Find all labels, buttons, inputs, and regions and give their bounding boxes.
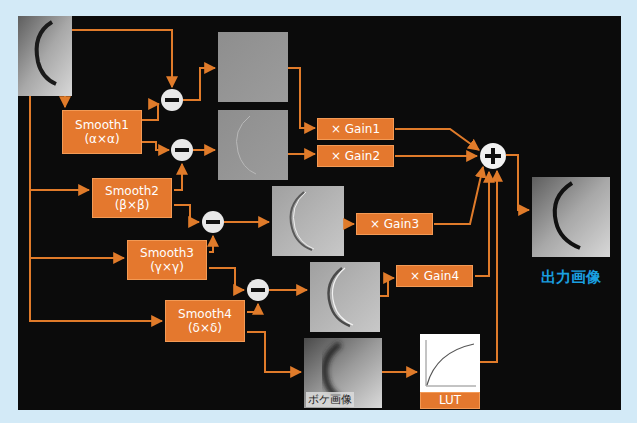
signal-wires bbox=[30, 30, 529, 372]
box-title: Smooth4 bbox=[172, 307, 238, 321]
box-title: × Gain4 bbox=[401, 269, 468, 283]
kernel-size: (β×β) bbox=[99, 198, 165, 212]
output-image bbox=[532, 177, 610, 257]
box-title: LUT bbox=[425, 394, 475, 407]
subtract-symbol bbox=[247, 279, 269, 301]
box-title: × Gain3 bbox=[361, 217, 428, 231]
add-symbol bbox=[480, 143, 506, 169]
blurred-image bbox=[304, 338, 382, 408]
kernel-size: (δ×δ) bbox=[172, 321, 238, 335]
subtract-symbol bbox=[161, 89, 183, 111]
gain-box: × Gain2 bbox=[317, 145, 394, 167]
image-caption: ボケ画像 bbox=[306, 392, 354, 407]
output-caption: 出力画像 bbox=[539, 268, 603, 287]
smooth-filter-box: Smooth3(γ×γ) bbox=[127, 240, 207, 280]
kernel-size: (α×α) bbox=[69, 132, 135, 146]
smooth-filter-box: Smooth1(α×α) bbox=[62, 110, 142, 154]
smooth-filter-box: Smooth4(δ×δ) bbox=[165, 300, 245, 342]
dark-panel bbox=[18, 16, 621, 410]
input-image bbox=[18, 16, 72, 96]
gain-box: × Gain4 bbox=[396, 265, 473, 287]
difference-image bbox=[218, 110, 288, 180]
difference-image bbox=[272, 186, 344, 256]
box-title: Smooth3 bbox=[134, 246, 200, 260]
lut-box: LUT bbox=[420, 392, 480, 409]
difference-image bbox=[310, 262, 380, 332]
kernel-size: (γ×γ) bbox=[134, 260, 200, 274]
box-title: × Gain2 bbox=[322, 149, 389, 163]
subtract-symbol bbox=[202, 211, 224, 233]
gain-box: × Gain3 bbox=[356, 213, 433, 235]
difference-image bbox=[218, 32, 288, 102]
gain-box: × Gain1 bbox=[317, 118, 394, 140]
smooth-filter-box: Smooth2(β×β) bbox=[92, 178, 172, 218]
subtract-symbol bbox=[171, 139, 193, 161]
lut-graph bbox=[420, 334, 480, 392]
box-title: Smooth1 bbox=[69, 118, 135, 132]
box-title: Smooth2 bbox=[99, 184, 165, 198]
box-title: × Gain1 bbox=[322, 122, 389, 136]
